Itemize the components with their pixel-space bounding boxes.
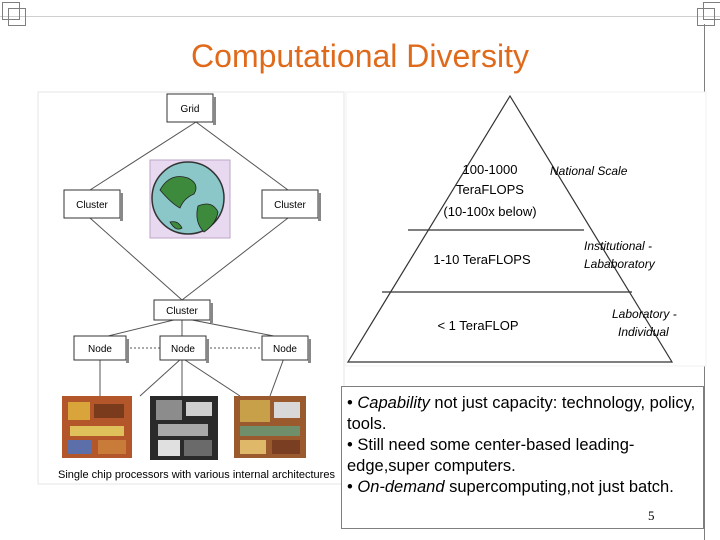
cluster-right-label: Cluster	[274, 200, 306, 211]
grid-label: Grid	[181, 104, 200, 115]
cluster-bottom-box: Cluster	[153, 299, 213, 323]
slide-title: Computational Diversity	[191, 38, 529, 74]
pyramid-tier-2: 1-10 TeraFLOPS Institutional - Lababorat…	[433, 239, 655, 271]
corner-square	[697, 8, 715, 26]
bullet-text: Still need some center-based leading-edg…	[347, 436, 635, 475]
node-right-label: Node	[273, 344, 297, 355]
diagram-edges	[89, 121, 289, 397]
node-left-label: Node	[88, 344, 112, 355]
cluster-left-box: Cluster	[63, 189, 123, 221]
chip-image-1	[62, 396, 132, 458]
bullet-emphasis: On-demand	[357, 478, 445, 496]
corner-square	[703, 2, 720, 20]
node-center-label: Node	[171, 344, 195, 355]
bullet-text: not just capacity: technology, policy, t…	[347, 394, 696, 433]
bullet-box	[341, 386, 704, 529]
pyramid	[346, 94, 674, 363]
chip-image-2	[150, 396, 218, 460]
bullet-item: • Still need some center-based leading-e…	[347, 436, 635, 475]
tier1-scale: National Scale	[550, 164, 628, 178]
page-number: 5	[648, 508, 655, 523]
node-center-box: Node	[159, 335, 209, 363]
corner-square	[8, 8, 26, 26]
tier2-scale1: Institutional -	[584, 239, 652, 253]
bullet-item: • On-demand supercomputing,not just batc…	[347, 478, 674, 496]
cluster-bottom-label: Cluster	[166, 306, 198, 317]
tier2-scale2: Lababoratory	[584, 257, 656, 271]
chip-caption: Single chip processors with various inte…	[58, 469, 335, 481]
globe-icon	[149, 159, 231, 239]
node-right-box: Node	[261, 335, 311, 363]
tier1-line3: (10-100x below)	[443, 204, 536, 219]
pyramid-tier-3: < 1 TeraFLOP Laboratory - Individual	[437, 307, 676, 339]
bullet-text: supercomputing,not just batch.	[444, 478, 674, 496]
tier1-line1: 100-1000	[463, 162, 518, 177]
chip-image-3	[234, 396, 306, 458]
tier3-scale1: Laboratory -	[612, 307, 677, 321]
corner-square	[2, 2, 20, 20]
cluster-left-label: Cluster	[76, 200, 108, 211]
tier1-line2: TeraFLOPS	[456, 182, 524, 197]
tier3-scale2: Individual	[618, 325, 669, 339]
bullet-emphasis: Capability	[357, 394, 430, 412]
pyramid-tier-1: 100-1000 TeraFLOPS (10-100x below) Natio…	[443, 162, 627, 219]
bullet-list: • Capability not just capacity: technolo…	[347, 393, 707, 498]
node-left-box: Node	[73, 335, 129, 363]
top-rule	[0, 16, 720, 17]
cluster-right-box: Cluster	[261, 189, 321, 221]
tier2-line1: 1-10 TeraFLOPS	[433, 252, 531, 267]
tier3-line1: < 1 TeraFLOP	[437, 318, 518, 333]
bullet-item: • Capability not just capacity: technolo…	[347, 394, 696, 433]
grid-box: Grid	[166, 93, 216, 125]
